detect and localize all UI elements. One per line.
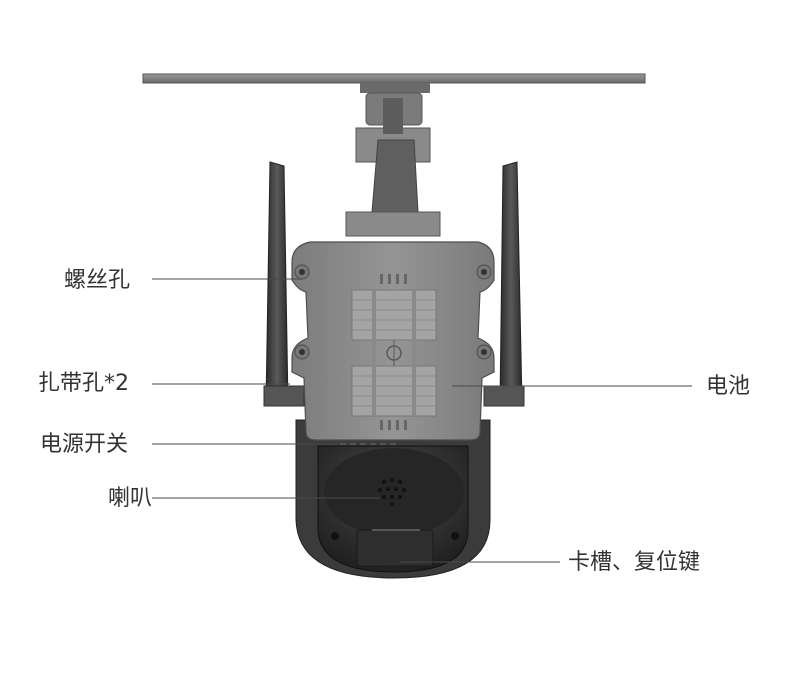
mount-bracket xyxy=(355,92,431,213)
speaker-grille xyxy=(378,478,406,506)
power-switch xyxy=(340,443,396,445)
card-slot-cover xyxy=(356,529,434,567)
label-card-slot-reset: 卡槽、复位键 xyxy=(568,550,701,575)
label-speaker: 喇叭 xyxy=(108,486,153,511)
left-antenna xyxy=(263,161,305,407)
main-body xyxy=(291,211,495,441)
battery-pads xyxy=(351,274,437,430)
leader-lines xyxy=(152,278,692,563)
label-battery: 电池 xyxy=(706,374,751,399)
solar-panel xyxy=(142,73,646,93)
label-power-switch: 电源开关 xyxy=(40,432,129,457)
label-strap-holes: 扎带孔*2 xyxy=(38,371,129,396)
label-screw-hole: 螺丝孔 xyxy=(64,268,131,293)
